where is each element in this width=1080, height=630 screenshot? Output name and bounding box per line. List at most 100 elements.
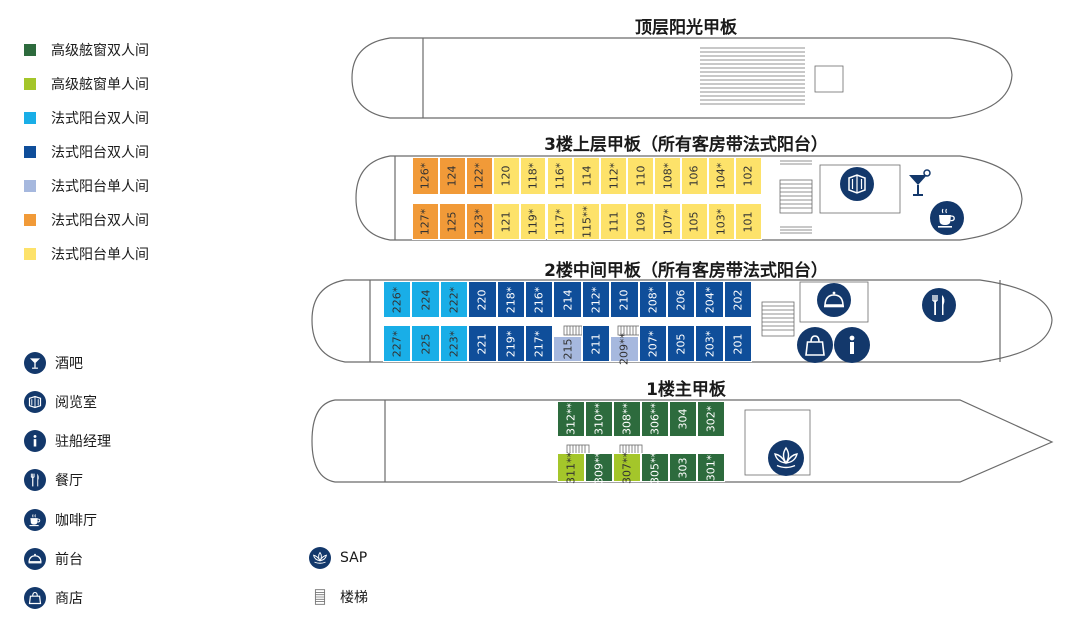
cabin-number: 214 bbox=[561, 289, 575, 310]
main-deck-hull bbox=[311, 399, 1054, 483]
cabin-number: 211 bbox=[589, 333, 603, 354]
cabin: 103* bbox=[707, 203, 735, 240]
cabin: 210 bbox=[610, 281, 639, 318]
legend-item-deluxe-porthole-single: 高级舷窗单人间 bbox=[24, 74, 149, 94]
coffee-icon bbox=[24, 509, 46, 531]
legend-label: 咖啡厅 bbox=[55, 513, 97, 529]
cabin: 202 bbox=[723, 281, 753, 318]
legend-item-deluxe-porthole-double: 高级舷窗双人间 bbox=[24, 40, 149, 60]
cloche-icon bbox=[817, 283, 851, 317]
upper-deck-hull bbox=[355, 155, 1023, 241]
cabin-number: 204* bbox=[703, 286, 717, 313]
legend-swatch bbox=[24, 112, 36, 124]
cabin-number: 302* bbox=[704, 405, 718, 433]
cabin: 106 bbox=[681, 157, 708, 195]
cabin: 204* bbox=[695, 281, 724, 318]
cabin-number: 217* bbox=[532, 330, 546, 357]
cabin-number: 219* bbox=[504, 330, 518, 357]
cabin-number: 226* bbox=[390, 286, 404, 313]
legend-label: 法式阳台单人间 bbox=[51, 179, 149, 195]
cabin: 206 bbox=[667, 281, 696, 318]
cabin: 220 bbox=[468, 281, 497, 318]
legend-label: SAP bbox=[340, 550, 368, 566]
cabin-number: 301* bbox=[704, 454, 718, 481]
cabin-number: 120 bbox=[499, 165, 513, 187]
legend-swatch bbox=[24, 180, 36, 192]
cabin: 215 bbox=[553, 336, 582, 362]
cabin: 115** bbox=[573, 203, 601, 240]
cabin-number: 103* bbox=[714, 208, 728, 235]
cabin-number: 218* bbox=[504, 286, 518, 313]
legend-label: 前台 bbox=[55, 552, 83, 568]
cabin: 214 bbox=[553, 281, 582, 318]
cabin-number: 307** bbox=[620, 451, 634, 484]
legend-item-french-balcony-double-orange: 法式阳台双人间 bbox=[24, 210, 149, 230]
cabin-number: 222* bbox=[447, 286, 461, 313]
cabin: 119* bbox=[519, 203, 547, 240]
cabin: 112* bbox=[600, 157, 628, 195]
cabin-number: 108* bbox=[661, 162, 675, 190]
lotus-icon bbox=[309, 547, 331, 569]
cabin-number: 223* bbox=[447, 330, 461, 357]
legend-label: 法式阳台双人间 bbox=[51, 111, 149, 127]
info-icon bbox=[834, 327, 870, 363]
legend-facility-shop: 商店 bbox=[24, 585, 83, 611]
cabin-number: 311** bbox=[564, 451, 578, 484]
cabin: 301* bbox=[697, 453, 725, 482]
deck-title-upper-deck: 3楼上层甲板（所有客房带法式阳台） bbox=[544, 135, 828, 155]
legend-facility-cruise-manager: 驻船经理 bbox=[24, 428, 111, 454]
cabin-number: 224 bbox=[419, 289, 433, 310]
cabin-number: 101 bbox=[741, 211, 755, 232]
cabin-number: 110 bbox=[634, 165, 648, 187]
cabin: 107* bbox=[654, 203, 681, 240]
cabin-number: 115** bbox=[580, 205, 594, 238]
cabin: 216* bbox=[525, 281, 554, 318]
cabin: 309** bbox=[585, 451, 613, 484]
cabin-number: 212* bbox=[589, 286, 603, 313]
legend-label: 商店 bbox=[55, 591, 83, 607]
cabin: 114 bbox=[573, 157, 601, 195]
cabin: 124 bbox=[438, 157, 466, 195]
legend-swatch bbox=[24, 248, 36, 260]
cabin: 303 bbox=[669, 453, 697, 482]
legend-label: 法式阳台双人间 bbox=[51, 145, 149, 161]
shopping-bag-icon bbox=[797, 327, 833, 363]
cabin: 123* bbox=[465, 203, 493, 240]
cabin-number: 123* bbox=[472, 208, 486, 235]
cabin: 224 bbox=[411, 281, 440, 318]
cabin: 312** bbox=[557, 401, 585, 437]
upper-deck-stairs bbox=[779, 179, 813, 214]
cabin-number: 118* bbox=[526, 162, 540, 190]
book-icon bbox=[24, 391, 46, 413]
cabin: 211 bbox=[581, 325, 611, 362]
cabin-number: 221 bbox=[475, 333, 489, 354]
cabin-number: 202 bbox=[731, 289, 745, 310]
cabin: 108* bbox=[654, 157, 681, 195]
cabin: 225 bbox=[411, 325, 440, 362]
cabin-number: 309** bbox=[592, 451, 606, 484]
legend-label: 酒吧 bbox=[55, 356, 83, 372]
cabin-number: 201 bbox=[731, 333, 745, 354]
cabin: 311** bbox=[557, 451, 585, 484]
cabin: 307** bbox=[613, 451, 641, 484]
legend-item-french-balcony-double-sky: 法式阳台双人间 bbox=[24, 108, 149, 128]
legend-label: 高级舷窗双人间 bbox=[51, 43, 149, 59]
cabin-number: 119* bbox=[526, 208, 540, 235]
shopping-bag-icon bbox=[24, 587, 46, 609]
cabin: 212* bbox=[581, 281, 611, 318]
cabin-number: 227* bbox=[390, 330, 404, 357]
cabin-number: 105 bbox=[687, 211, 701, 232]
cabin-number: 102 bbox=[741, 165, 755, 187]
legend-item-french-balcony-single-yellow: 法式阳台单人间 bbox=[24, 244, 149, 264]
cabin: 118* bbox=[519, 157, 547, 195]
sun-deck-hull bbox=[351, 37, 1013, 119]
legend-swatch bbox=[24, 214, 36, 226]
cabin: 226* bbox=[383, 281, 412, 318]
cabin-number: 305** bbox=[648, 451, 662, 484]
cabin: 222* bbox=[439, 281, 469, 318]
legend-facility-cafe: 咖啡厅 bbox=[24, 507, 97, 533]
cabin-number: 126* bbox=[418, 162, 432, 190]
deck-title-middle-deck: 2楼中间甲板（所有客房带法式阳台） bbox=[544, 261, 828, 281]
legend-label: 餐厅 bbox=[55, 473, 83, 489]
